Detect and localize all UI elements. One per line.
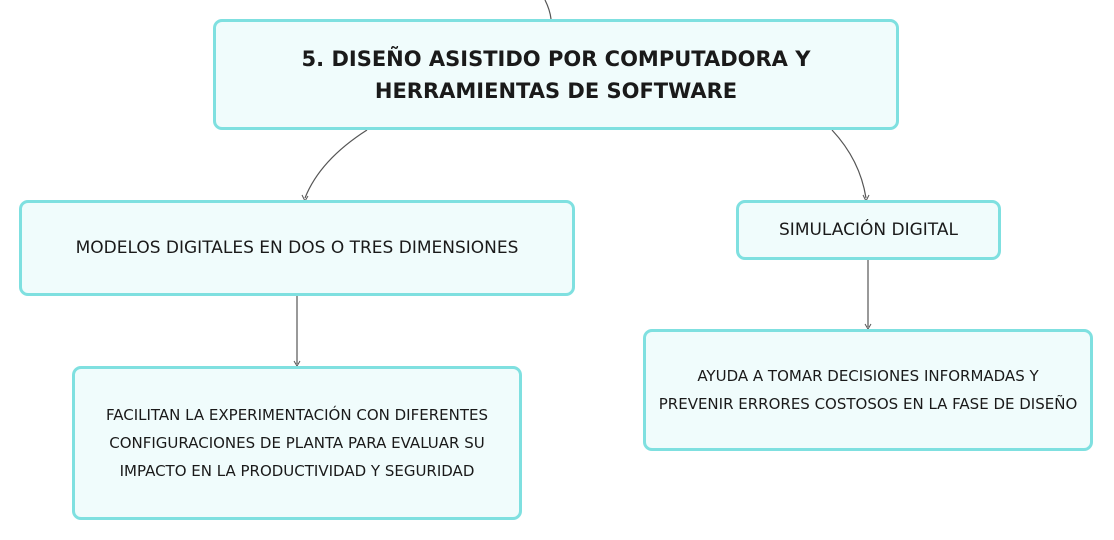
node-main-topic[interactable]: 5. DISEÑO ASISTIDO POR COMPUTADORA Y HER…: [213, 19, 899, 130]
connector-parent-to-main: [544, 0, 552, 20]
node-main-topic-label: 5. DISEÑO ASISTIDO POR COMPUTADORA Y HER…: [301, 46, 811, 103]
connector-main-to-simulacion: [831, 129, 867, 199]
node-simulacion-digital[interactable]: SIMULACIÓN DIGITAL: [736, 200, 1001, 260]
node-modelos-digitales[interactable]: MODELOS DIGITALES EN DOS O TRES DIMENSIO…: [19, 200, 575, 296]
node-facilitan[interactable]: FACILITAN LA EXPERIMENTACIÓN CON DIFEREN…: [72, 366, 522, 520]
node-simulacion-digital-label: SIMULACIÓN DIGITAL: [779, 220, 958, 240]
node-modelos-digitales-label: MODELOS DIGITALES EN DOS O TRES DIMENSIO…: [75, 238, 519, 258]
node-ayuda[interactable]: AYUDA A TOMAR DECISIONES INFORMADAS Y PR…: [643, 329, 1093, 451]
node-facilitan-label: FACILITAN LA EXPERIMENTACIÓN CON DIFEREN…: [106, 406, 488, 480]
connector-main-to-modelos: [304, 129, 368, 199]
node-ayuda-label: AYUDA A TOMAR DECISIONES INFORMADAS Y PR…: [658, 367, 1078, 413]
